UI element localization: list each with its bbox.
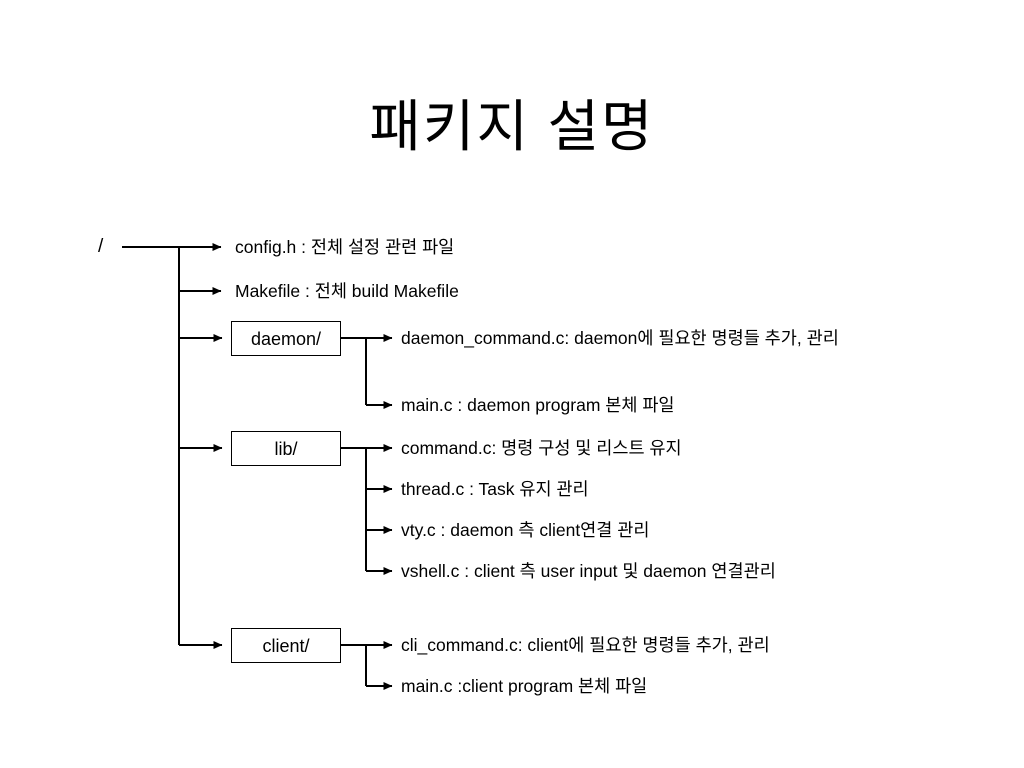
folder-label-lib: lib/ bbox=[274, 438, 298, 459]
file-daemon-command-c: daemon_command.c: daemon에 필요한 명령들 추가, 관리 bbox=[401, 328, 839, 348]
page-title: 패키지 설명 bbox=[369, 95, 655, 158]
folder-box-daemon[interactable]: daemon/ bbox=[231, 321, 341, 356]
root-directory-label: / bbox=[98, 236, 104, 257]
file-command-c: command.c: 명령 구성 및 리스트 유지 bbox=[401, 438, 682, 458]
file-daemon-main-c: main.c : daemon program 본체 파일 bbox=[401, 395, 675, 415]
file-thread-c: thread.c : Task 유지 관리 bbox=[401, 479, 589, 499]
file-makefile: Makefile : 전체 build Makefile bbox=[235, 281, 459, 301]
file-cli-command-c: cli_command.c: client에 필요한 명령들 추가, 관리 bbox=[401, 635, 770, 655]
file-vshell-c: vshell.c : client 측 user input 및 daemon … bbox=[401, 561, 776, 581]
folder-label-client: client/ bbox=[262, 635, 310, 656]
folder-box-client[interactable]: client/ bbox=[231, 628, 341, 663]
folder-label-daemon: daemon/ bbox=[250, 328, 322, 349]
folder-box-lib[interactable]: lib/ bbox=[231, 431, 341, 466]
file-client-main-c: main.c :client program 본체 파일 bbox=[401, 676, 648, 696]
file-vty-c: vty.c : daemon 측 client연결 관리 bbox=[401, 520, 650, 540]
file-config-h: config.h : 전체 설정 관련 파일 bbox=[235, 237, 455, 257]
